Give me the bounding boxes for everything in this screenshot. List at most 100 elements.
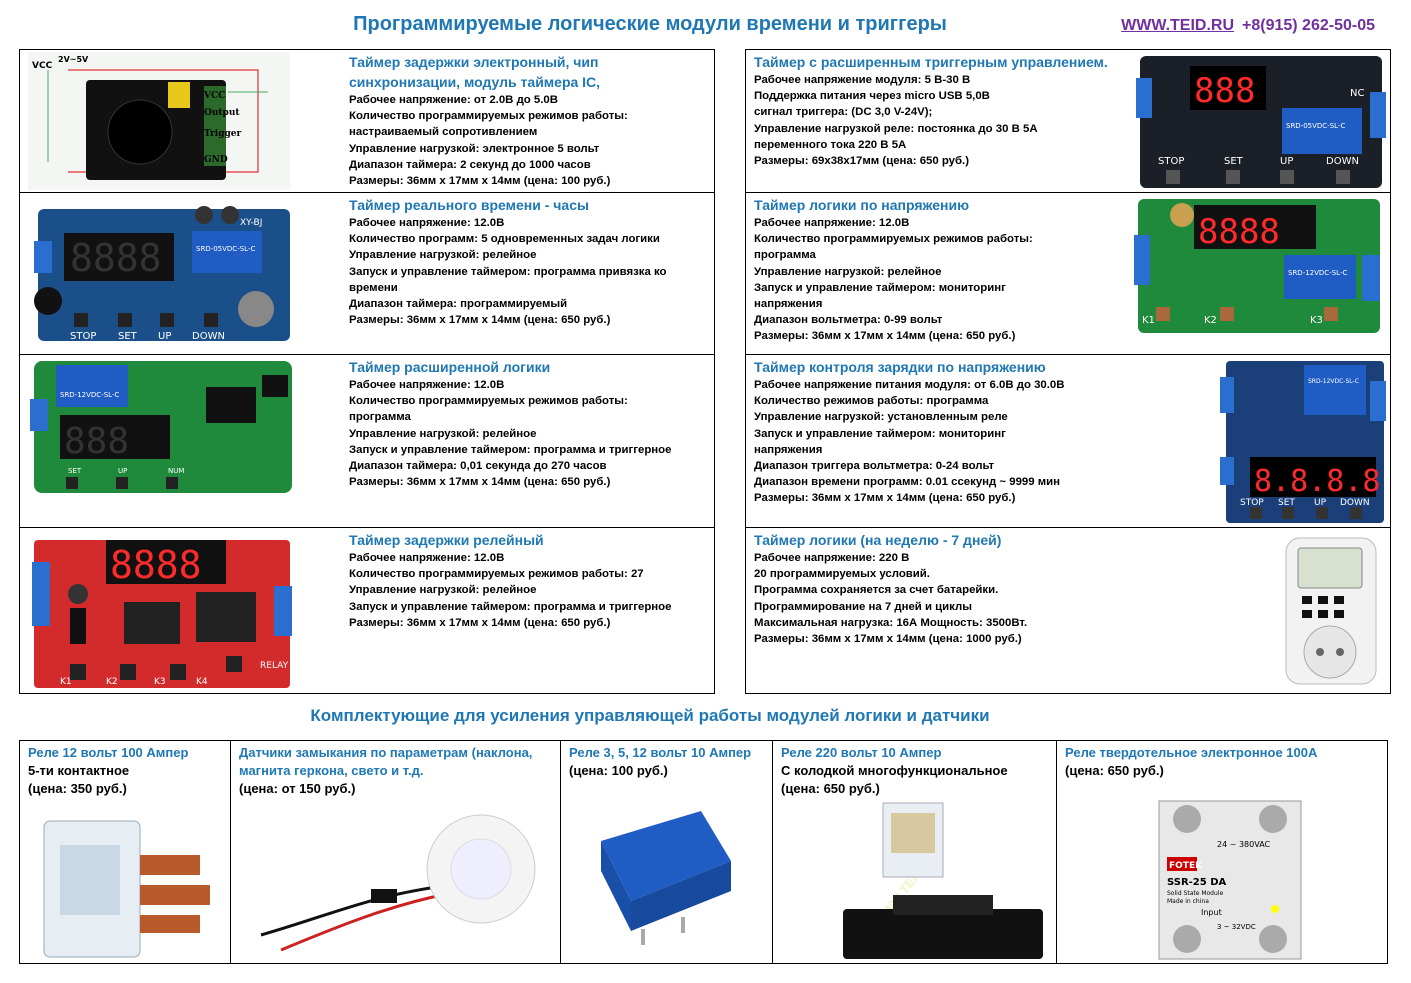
components-title: Комплектующие для усиления управляющей р… (310, 706, 990, 725)
spec-line: Запуск и управление таймером: мониторинг (754, 427, 1006, 440)
num-label: NUM (168, 467, 184, 475)
product-text: Таймер расширенной логики Рабочее напряж… (349, 357, 710, 490)
up-label: UP (118, 467, 127, 475)
pin-gnd-label: GND (204, 155, 228, 165)
spec-line: Размеры: 36мм х 17мм х 14мм (цена: 650 р… (754, 330, 1016, 343)
k3-label: K3 (1310, 315, 1323, 326)
up-label: UP (158, 331, 171, 342)
component-text: Реле 220 вольт 10 Ампер С колодкой много… (781, 744, 1050, 798)
spec-line: Запуск и управление таймером: программа … (349, 443, 672, 456)
component-text: Реле 3, 5, 12 вольт 10 Ампер (цена: 100 … (569, 744, 766, 780)
product-card: SRD-12VDC-SL-C 888 SET UP NUM Таймер рас… (19, 354, 715, 528)
spec-line: Размеры: 36мм х 17мм х 14мм (цена: 100 р… (349, 175, 611, 188)
svg-text:8888: 8888 (110, 543, 202, 587)
spec-line: Диапазон таймера: 0,01 секунда до 270 ча… (349, 460, 607, 473)
product-text: Таймер с расширенным триггерным управлен… (754, 52, 1130, 169)
product-title: Таймер задержки электронный, чип синхрон… (349, 54, 601, 90)
product-title: Таймер расширенной логики (349, 359, 551, 375)
site-link[interactable]: WWW.TEID.RU (1121, 17, 1235, 34)
relay-timer-image: 8888 K1 K2 K3 K4 RELAY (32, 540, 292, 688)
stop-label: STOP (1240, 498, 1264, 508)
k4-label: K4 (196, 677, 208, 687)
product-card: Таймер логики по напряжению Рабочее напр… (745, 192, 1391, 355)
spec-line: переменного тока 220 В 5А (754, 138, 907, 151)
model-label: SSR-25 DA (1167, 877, 1227, 888)
product-title: Таймер задержки релейный (349, 532, 544, 548)
spec-line: Управление нагрузкой: электронное 5 воль… (349, 142, 600, 155)
logic-timer-image: SRD-12VDC-SL-C 888 SET UP NUM (30, 361, 292, 493)
spec-line: Диапазон таймера: программируемый (349, 298, 568, 311)
spec-line: Рабочее напряжение: 220 В (754, 552, 910, 564)
spec-line: напряжения (754, 443, 823, 456)
timer-chip-image: VCC 2V~5V VCC Output Trigger GND (28, 52, 290, 190)
product-title: Таймер с расширенным триггерным управлен… (754, 54, 1108, 70)
pin-trigger-label: Trigger (204, 129, 242, 139)
product-text: Таймер задержки релейный Рабочее напряже… (349, 530, 710, 631)
spec-line: Рабочее напряжение питания модуля: от 6.… (754, 379, 1065, 391)
spec-line: Количество программируемых режимов работ… (349, 568, 644, 581)
spec-line: Запуск и управление таймером: программа … (349, 265, 667, 278)
spec-line: Рабочее напряжение: от 2.0В до 5.0В (349, 94, 558, 106)
down-label: DOWN (1326, 156, 1359, 167)
ssr-relay-image: 24 ~ 380VAC FOTEK SSR-25 DA Solid State … (1158, 800, 1302, 960)
component-line: (цена: 650 руб.) (781, 781, 880, 796)
spec-line: сигнал триггера: (DC 3,0 V-24V); (754, 106, 933, 119)
product-text: Таймер логики по напряжению Рабочее напр… (754, 195, 1130, 345)
product-title: Таймер реального времени - часы (349, 197, 589, 213)
spec-line: Диапазон таймера: 2 секунд до 1000 часов (349, 158, 591, 171)
vdc-label: 3 ~ 32VDC (1217, 923, 1256, 931)
relay-label: RELAY (260, 661, 289, 671)
svg-text:8.8.8.8: 8.8.8.8 (1254, 464, 1380, 499)
svg-text:888: 888 (1194, 71, 1255, 111)
spec-line: Управление нагрузкой: установленным реле (754, 411, 1008, 424)
spec-line: Управление нагрузкой реле: постоянка до … (754, 122, 1038, 135)
component-card: Реле 12 вольт 100 Ампер 5-ти контактное … (19, 740, 231, 964)
svg-text:8888: 8888 (1198, 212, 1280, 252)
spec-line: Диапазон триггера вольтметра: 0-24 вольт (754, 460, 995, 473)
product-text: Таймер логики (на неделю - 7 дней) Рабоч… (754, 530, 1130, 647)
product-card: VCC 2V~5V VCC Output Trigger GND Таймер … (19, 49, 715, 193)
spec-line: Размеры: 36мм х 17мм х 14мм (цена: 650 р… (754, 492, 1016, 505)
spec-line: Рабочее напряжение модуля: 5 В-30 В (754, 74, 971, 86)
volt-label: 2V~5V (58, 55, 89, 64)
spec-line: программа (754, 249, 816, 262)
spec-line: Запуск и управление таймером: программа … (349, 600, 672, 613)
component-line: 5-ти контактное (28, 763, 130, 778)
set-label: SET (68, 467, 82, 475)
component-title: Реле 3, 5, 12 вольт 10 Ампер (569, 745, 752, 760)
component-card: Реле твердотельное электронное 100А (цен… (1056, 740, 1388, 964)
nc-label: NC (1350, 88, 1364, 99)
component-card: Реле 220 вольт 10 Ампер С колодкой много… (772, 740, 1057, 964)
sensor-image (260, 814, 536, 952)
spec-line: Максимальная нагрузка: 16А Мощность: 350… (754, 616, 1028, 629)
weekly-timer-socket-image (1285, 537, 1377, 685)
component-title: Реле 12 вольт 100 Ампер (28, 745, 189, 760)
trigger-timer-image: 888 SRD-05VDC-SL-C NC STOP SET UP DOWN (1136, 56, 1386, 188)
spec-line: Управление нагрузкой: релейное (349, 249, 537, 262)
k3-label: K3 (154, 677, 166, 687)
phone-number: +8(915) 262-50-05 (1242, 17, 1375, 34)
component-text: Реле 12 вольт 100 Ампер 5-ти контактное … (28, 744, 224, 798)
k1-label: K1 (60, 677, 72, 687)
component-line: (цена: 100 руб.) (569, 763, 668, 778)
relay-label: SRD-05VDC-SL-C (196, 245, 255, 253)
product-card: 8888 K1 K2 K3 K4 RELAY Таймер задержки р… (19, 527, 715, 694)
input-label: Input (1201, 908, 1222, 917)
component-line: (цена: от 150 руб.) (239, 781, 356, 796)
product-text: Таймер реального времени - часы Рабочее … (349, 195, 710, 328)
desc-label: Solid State Module (1167, 890, 1223, 897)
relay-label: SRD-12VDC-SL-C (1288, 269, 1347, 277)
up-label: UP (1314, 498, 1327, 508)
spec-line: Размеры: 36мм х 17мм х 14мм (цена: 1000 … (754, 633, 1022, 646)
spec-line: Количество программируемых режимов работ… (349, 110, 628, 123)
component-card: Реле 3, 5, 12 вольт 10 Ампер (цена: 100 … (560, 740, 773, 964)
set-label: SET (118, 331, 138, 342)
component-line: (цена: 650 руб.) (1065, 763, 1164, 778)
component-card: Датчики замыкания по параметрам (наклона… (230, 740, 561, 964)
stop-label: STOP (70, 331, 96, 342)
spec-line: Рабочее напряжение: 12.0В (754, 217, 910, 229)
product-title: Таймер логики (на неделю - 7 дней) (754, 532, 1002, 548)
spec-line: 20 программируемых условий. (754, 568, 930, 581)
relay-label: SRD-05VDC-SL-C (1286, 122, 1345, 130)
spec-line: Количество программируемых режимов работ… (349, 395, 628, 408)
